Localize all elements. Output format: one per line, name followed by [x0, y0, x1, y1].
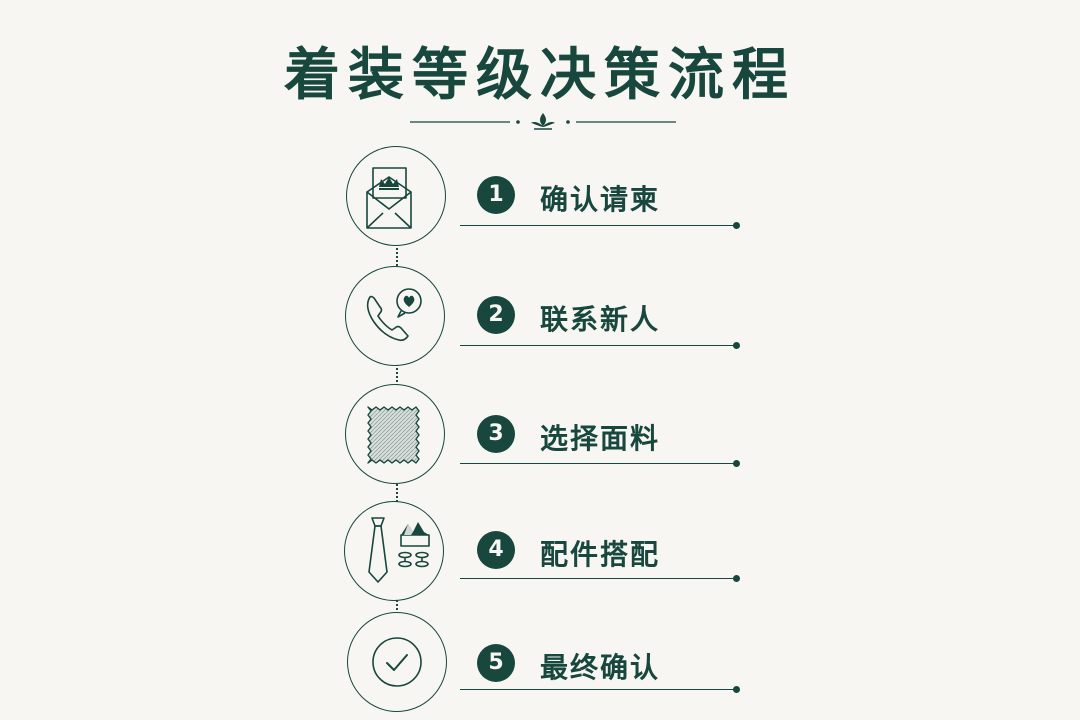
step-2-icon-circle: [345, 266, 445, 366]
step-4-icon-circle: [344, 501, 444, 601]
check-circle-icon: [372, 637, 422, 687]
step-1-number-badge: 1: [477, 176, 515, 214]
step-5-label: 最终确认: [540, 651, 661, 684]
step-4-number-badge: 4: [477, 531, 515, 569]
step-5-icon-circle: [347, 612, 447, 712]
step-3-underline-dot: [733, 460, 740, 467]
step-3-underline: [460, 463, 735, 465]
step-1-label: 确认请柬: [540, 183, 661, 216]
fabric-swatch-icon: [367, 406, 420, 464]
step-5-underline: [460, 689, 735, 691]
step-3-icon-circle: [345, 384, 445, 484]
divider-ornament: [410, 113, 676, 130]
step-5-underline-dot: [733, 686, 740, 693]
page-title: 着装等级决策流程: [284, 42, 796, 108]
step-4-underline: [460, 578, 735, 580]
step-4-underline-dot: [733, 575, 740, 582]
step-2-underline: [460, 345, 735, 347]
step-1-icon-circle: [346, 146, 446, 246]
step-1-underline: [460, 225, 735, 227]
step-3-label: 选择面料: [540, 422, 661, 455]
tie-cufflinks-pocket-square-icon: [368, 517, 430, 583]
step-5-number-badge: 5: [477, 644, 515, 682]
step-4-label: 配件搭配: [540, 538, 661, 571]
step-3-number-badge: 3: [477, 415, 515, 453]
step-1-underline-dot: [733, 222, 740, 229]
invitation-envelope-icon: [366, 167, 412, 229]
phone-chat-heart-icon: [366, 288, 422, 342]
step-2-number-badge: 2: [477, 296, 515, 334]
step-2-label: 联系新人: [540, 303, 661, 336]
step-2-underline-dot: [733, 342, 740, 349]
